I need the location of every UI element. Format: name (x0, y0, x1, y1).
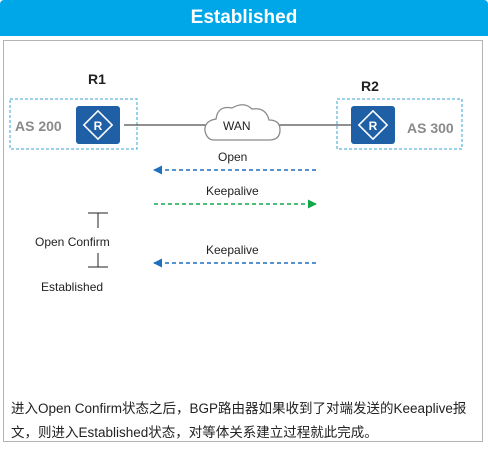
svg-text:R: R (369, 119, 378, 133)
r1-label: R1 (88, 71, 106, 87)
r2-label: R2 (361, 78, 379, 94)
bgp-diagram: R R (9, 98, 463, 268)
svg-text:R: R (94, 119, 103, 133)
keepalive-message-label-2: Keepalive (206, 243, 259, 257)
keepalive-message-label-1: Keepalive (206, 184, 259, 198)
established-state-label: Established (41, 280, 104, 294)
page-title: Established (190, 7, 298, 28)
as-200-label: AS 200 (15, 118, 62, 134)
cloud-icon (204, 104, 281, 141)
as-200-box (9, 98, 138, 150)
open-message-label: Open (218, 150, 248, 164)
state-transition-marker (88, 212, 108, 268)
r1-router-icon: R (76, 106, 120, 144)
r2-router-icon: R (351, 106, 395, 144)
as-300-label: AS 300 (407, 120, 454, 136)
description-text: 进入Open Confirm状态之后，BGP路由器如果收到了对端发送的Keeap… (11, 401, 467, 440)
diagram-panel: R R R1 R2 AS 200 AS 300 WAN Open Keepali… (3, 40, 483, 442)
as-300-box (336, 98, 463, 150)
open-confirm-state-label: Open Confirm (35, 235, 110, 249)
title-bar (0, 0, 488, 36)
wan-label: WAN (223, 119, 251, 133)
